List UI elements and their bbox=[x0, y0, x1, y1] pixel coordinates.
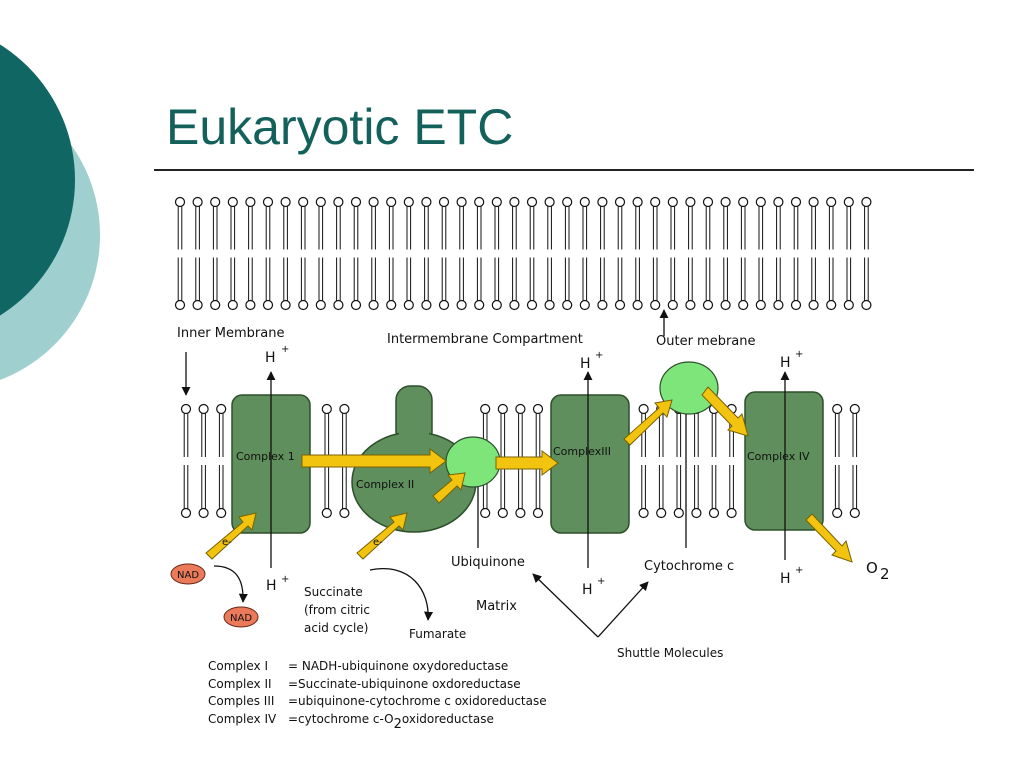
fumarate-label: Fumarate bbox=[409, 627, 466, 641]
succinate-label-line2: (from citric bbox=[304, 603, 370, 617]
proton-label-4-bottom: H bbox=[780, 571, 791, 587]
legend-desc: = NADH-ubiquinone oxydoreductase bbox=[288, 659, 509, 673]
shuttle-line-left bbox=[532, 573, 599, 638]
complex-3-label: ComplexIII bbox=[553, 445, 611, 458]
decor-dark-circle bbox=[0, 44, 75, 316]
oxygen-label: O bbox=[866, 559, 878, 577]
proton-label-3-bottom: H bbox=[582, 582, 593, 598]
electron-label-1: e- bbox=[222, 537, 232, 548]
legend-name: Complex IV bbox=[208, 712, 277, 727]
legend-name: Complex II bbox=[208, 676, 272, 691]
electron-arrow-c4-to-o2 bbox=[805, 513, 853, 563]
nad-oval-top bbox=[170, 563, 206, 585]
proton-label-1-bottom: H bbox=[266, 578, 277, 594]
proton-label-1-top: H bbox=[265, 350, 276, 366]
nad-curve-arrow bbox=[213, 565, 248, 603]
legend-row: Complex II =Succinate-ubiquinone oxdoredu… bbox=[208, 676, 547, 694]
slide-title: Eukaryotic ETC bbox=[166, 99, 514, 155]
electron-arrow-cytc-to-c4 bbox=[701, 386, 749, 437]
shuttle-molecules-label: Shuttle Molecules bbox=[617, 646, 723, 660]
inner-membrane-label: Inner Membrane bbox=[177, 326, 284, 341]
legend-subscript: 2 bbox=[393, 717, 402, 733]
cytochrome-c-carrier bbox=[659, 361, 719, 415]
inner-membrane-bilayer bbox=[180, 403, 860, 519]
electron-arrow-nad-to-c1 bbox=[205, 512, 257, 560]
nad-label-bottom: NAD bbox=[230, 613, 252, 624]
shuttle-line-right bbox=[597, 581, 649, 638]
outer-membrane-label: Outer mebrane bbox=[656, 334, 756, 349]
succinate-curve-arrow bbox=[369, 568, 434, 621]
complex-4-label: Complex IV bbox=[747, 450, 810, 463]
proton-charge-1-bottom: + bbox=[281, 574, 289, 585]
outer-membrane-bilayer bbox=[174, 196, 872, 311]
intermembrane-label: Intermembrane Compartment bbox=[387, 332, 583, 347]
ubiquinone-label: Ubiquinone bbox=[451, 555, 525, 570]
electron-arrow-c1-to-q bbox=[301, 448, 447, 474]
nad-label-top: NAD bbox=[177, 570, 199, 581]
legend-name: Comples III bbox=[208, 694, 275, 709]
legend-desc: =ubiquinone-cytochrome c oxidoreductase bbox=[288, 694, 547, 709]
proton-charge-4-bottom: + bbox=[795, 565, 803, 576]
complex-1-label: Complex 1 bbox=[236, 450, 295, 463]
title-divider bbox=[154, 169, 974, 171]
legend-desc: =Succinate-ubiquinone oxdoreductase bbox=[288, 676, 521, 691]
legend-row: Complex IV =cytochrome c-O2oxidoreductase bbox=[208, 711, 547, 733]
legend-name: Complex I bbox=[208, 659, 268, 673]
electron-arrow-q-to-c3 bbox=[495, 450, 559, 476]
complex-2-label: Complex II bbox=[356, 478, 414, 491]
proton-charge-3-top: + bbox=[595, 350, 603, 361]
succinate-label-line3: acid cycle) bbox=[304, 621, 368, 635]
proton-label-3-top: H bbox=[580, 356, 591, 372]
electron-arrow-succinate-to-c2 bbox=[356, 512, 408, 560]
proton-charge-1-top: + bbox=[281, 344, 289, 355]
proton-label-4-top: H bbox=[780, 355, 791, 371]
electron-arrow-c2-to-q bbox=[432, 472, 466, 504]
complex-4-shape bbox=[744, 391, 824, 531]
legend-row: Comples III =ubiquinone-cytochrome c oxid… bbox=[208, 693, 547, 711]
legend-desc: =cytochrome c-O bbox=[288, 712, 394, 727]
legend-desc-after: oxidoreductase bbox=[401, 712, 494, 727]
cytochrome-c-label: Cytochrome c bbox=[644, 559, 734, 574]
decorative-circles bbox=[0, 44, 100, 380]
succinate-label: Succinate bbox=[304, 585, 363, 599]
nad-oval-bottom bbox=[223, 606, 259, 628]
matrix-label: Matrix bbox=[476, 599, 517, 614]
complex-3-shape bbox=[550, 394, 630, 534]
complex-legend: Complex I = NADH-ubiquinone oxydoreductas… bbox=[208, 658, 547, 733]
proton-charge-4-top: + bbox=[795, 349, 803, 360]
oxygen-subscript: 2 bbox=[880, 565, 890, 583]
legend-row: Complex I = NADH-ubiquinone oxydoreductas… bbox=[208, 658, 547, 676]
proton-charge-3-bottom: + bbox=[597, 576, 605, 587]
electron-label-2: e- bbox=[373, 537, 383, 548]
electron-arrow-c3-to-cytc bbox=[623, 399, 673, 446]
